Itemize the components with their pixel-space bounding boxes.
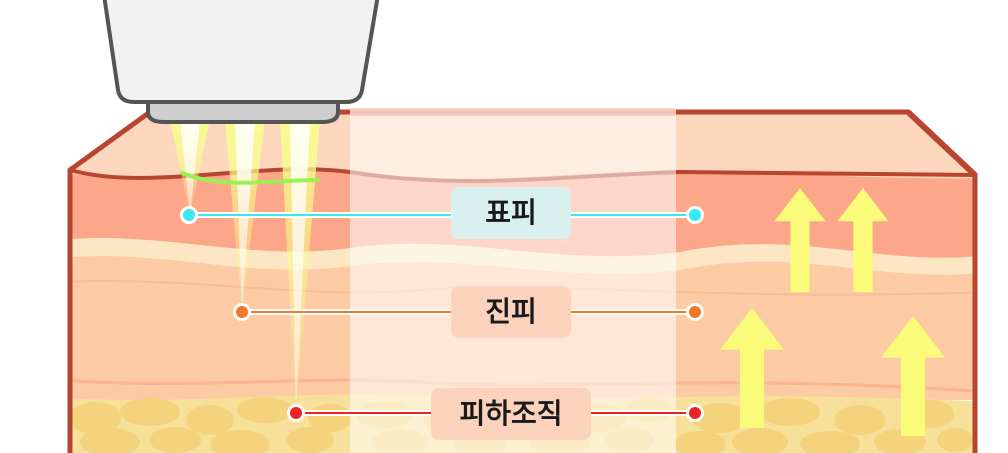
fat-cell xyxy=(70,402,121,434)
fat-cell xyxy=(80,428,140,453)
label-epidermis: 표피 xyxy=(451,187,571,239)
label-subcutis: 피하조직 xyxy=(431,388,591,440)
lift-arrow-icon xyxy=(881,316,945,436)
fat-cell xyxy=(732,428,788,453)
connector-dot xyxy=(689,407,701,419)
fat-cell xyxy=(937,428,973,452)
ultrasound-device-icon xyxy=(102,0,380,124)
fat-cell xyxy=(800,431,860,453)
connector-dot xyxy=(290,407,302,419)
lift-arrow-icon xyxy=(720,308,784,428)
lift-arrow-icon xyxy=(837,188,889,292)
fat-cell xyxy=(149,427,201,453)
fat-cell xyxy=(186,405,234,435)
fat-cell xyxy=(210,430,270,453)
fat-cell xyxy=(237,397,293,423)
connector-dot xyxy=(689,306,701,318)
fat-cell xyxy=(834,405,886,435)
connector-dot xyxy=(183,209,195,221)
fat-cell xyxy=(692,403,748,433)
fat-cell xyxy=(760,398,820,426)
fat-cell xyxy=(120,398,180,426)
lift-arrows xyxy=(720,188,945,436)
connector-dot xyxy=(689,209,701,221)
fat-cell xyxy=(674,431,726,453)
lift-arrow-icon xyxy=(774,188,826,292)
label-dermis: 진피 xyxy=(451,286,571,338)
fat-cell xyxy=(286,427,334,453)
connector-dot xyxy=(236,306,248,318)
